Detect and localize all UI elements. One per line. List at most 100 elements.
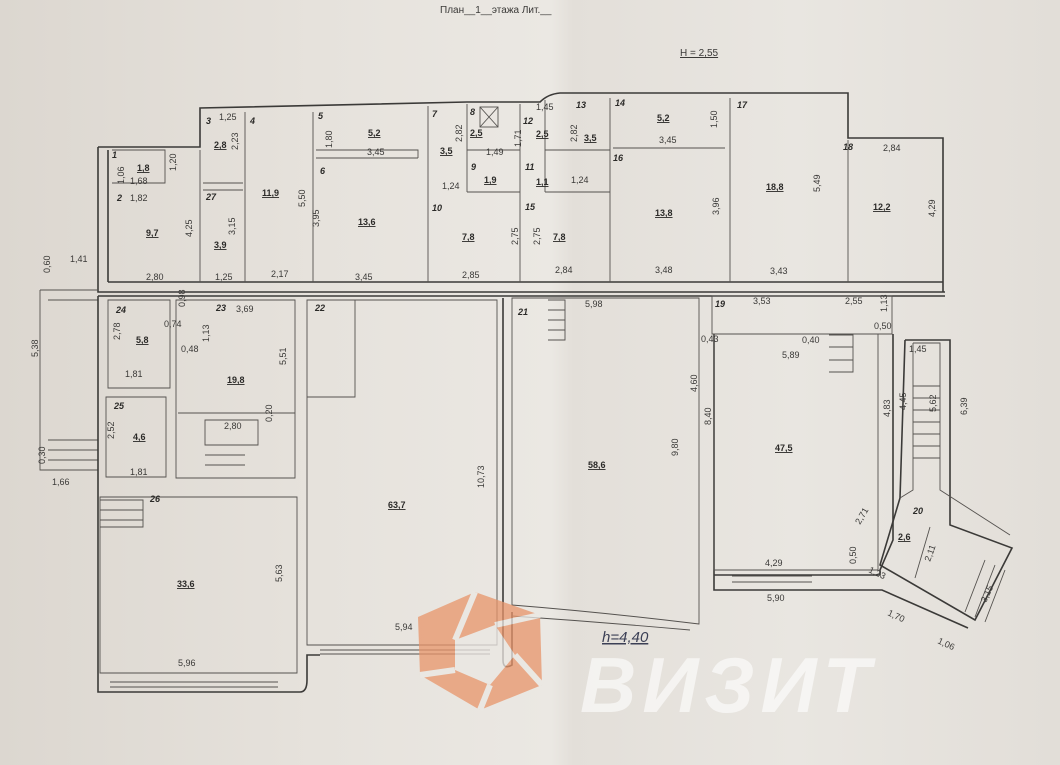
dimension-label: 2,71	[853, 506, 870, 526]
room-area: 12,2	[873, 202, 891, 212]
room-number: 22	[314, 303, 325, 313]
dimension-label: 0,74	[164, 319, 182, 329]
dimension-label: 0,30	[37, 446, 47, 464]
room-number: 26	[149, 494, 161, 504]
walls	[39, 92, 1014, 693]
dimension-label: 3,15	[227, 217, 237, 235]
dimension-label: 0,43	[701, 334, 719, 344]
brand-logo	[418, 590, 545, 712]
dimension-label: 1,06	[116, 166, 126, 184]
dimension-label: 4,45	[898, 392, 908, 410]
room-area: 2,6	[898, 532, 911, 542]
dimension-label: 1,49	[486, 147, 504, 157]
dimension-label: 8,40	[703, 407, 713, 425]
dimension-label: 1,66	[52, 477, 70, 487]
ceiling-height-bottom: h=4,40	[602, 629, 649, 646]
room-area: 47,5	[775, 443, 793, 453]
room-number: 9	[471, 162, 476, 172]
room-area: 5,8	[136, 335, 149, 345]
dimension-label: 10,73	[476, 465, 486, 488]
dimension-label: 9,80	[670, 438, 680, 456]
room-number: 20	[912, 506, 923, 516]
dimension-label: 2,55	[845, 296, 863, 306]
room-area: 2,5	[536, 129, 549, 139]
dimension-label: 1,81	[130, 467, 148, 477]
dimension-label: 1,71	[513, 129, 523, 147]
dimension-label: 1,24	[442, 181, 460, 191]
dimension-label: 0,40	[802, 335, 820, 345]
room-number: 7	[432, 109, 438, 119]
dimension-label: 0,98	[177, 289, 187, 307]
dimension-label: 1,13	[201, 324, 211, 342]
room-area: 7,8	[553, 232, 566, 242]
dimension-label: 1,13	[879, 294, 889, 312]
dimension-label: 2,85	[462, 270, 480, 280]
dimension-label: 3,95	[311, 209, 321, 227]
room-number: 6	[320, 166, 326, 176]
room-area: 3,5	[584, 133, 597, 143]
brand-wordmark: ВИЗИТ	[580, 641, 877, 729]
room-number: 15	[525, 202, 536, 212]
dimension-label: 2,84	[883, 143, 901, 153]
dimension-label: 1,50	[709, 110, 719, 128]
room-number: 18	[843, 142, 853, 152]
dimension-label: 0,50	[874, 321, 892, 331]
room-area: 1,9	[484, 175, 497, 185]
room-area: 2,5	[470, 128, 483, 138]
room-area: 19,8	[227, 375, 245, 385]
dimension-label: 3,96	[711, 197, 721, 215]
room-area: 2,8	[214, 140, 227, 150]
room-number: 2	[116, 193, 122, 203]
room-area: 33,6	[177, 579, 195, 589]
room-area: 11,9	[262, 188, 279, 198]
room-number: 27	[205, 192, 217, 202]
dimension-label: 1,45	[909, 344, 927, 354]
room-area: 1,1	[536, 177, 549, 187]
dimension-label: 6,39	[959, 397, 969, 415]
dimension-label: 1,41	[70, 254, 88, 264]
dimension-label: 0,50	[848, 546, 858, 564]
dimension-label: 5,94	[395, 622, 413, 632]
dimension-label: 3,43	[770, 266, 788, 276]
room-number: 3	[206, 116, 211, 126]
room-labels: 11,829,732,8411,955,2613,673,582,591,910…	[112, 98, 923, 589]
room-number: 1	[112, 150, 117, 160]
dimension-label: 2,75	[532, 227, 542, 245]
dimension-label: 5,38	[30, 339, 40, 357]
dimension-label: 1,24	[571, 175, 589, 185]
dimension-label: 5,50	[297, 189, 307, 207]
room-number: 17	[737, 100, 748, 110]
room-number: 21	[517, 307, 528, 317]
room-number: 4	[249, 116, 255, 126]
room-area: 13,8	[655, 208, 673, 218]
dimension-label: 1,25	[219, 112, 237, 122]
dimension-label: 1,06	[936, 636, 956, 652]
dimension-label: 5,90	[767, 593, 785, 603]
room-area: 9,7	[146, 228, 159, 238]
dimension-label: 3,45	[659, 135, 677, 145]
dimension-label: 1,81	[125, 369, 143, 379]
room-number: 25	[113, 401, 125, 411]
room-area: 13,6	[358, 217, 376, 227]
room-number: 12	[523, 116, 533, 126]
dimension-label: 0,60	[42, 255, 52, 273]
dimension-label: 2,75	[510, 227, 520, 245]
room-area: 5,2	[368, 128, 381, 138]
dimension-label: 5,49	[812, 174, 822, 192]
dimension-label: 2,17	[271, 269, 289, 279]
dimension-label: 5,63	[274, 564, 284, 582]
dimension-label: 4,29	[927, 199, 937, 217]
dimension-label: 3,53	[753, 296, 771, 306]
dimension-label: 2,80	[146, 272, 164, 282]
room-area: 3,9	[214, 240, 227, 250]
dimension-label: 2,82	[454, 124, 464, 142]
plan-title: План__1__этажа Лит.__	[440, 5, 552, 16]
dimension-label: 3,45	[355, 272, 373, 282]
room-area: 7,8	[462, 232, 475, 242]
dimension-label: 1,20	[168, 153, 178, 171]
room-number: 14	[615, 98, 625, 108]
dimension-label: 1,82	[130, 193, 148, 203]
